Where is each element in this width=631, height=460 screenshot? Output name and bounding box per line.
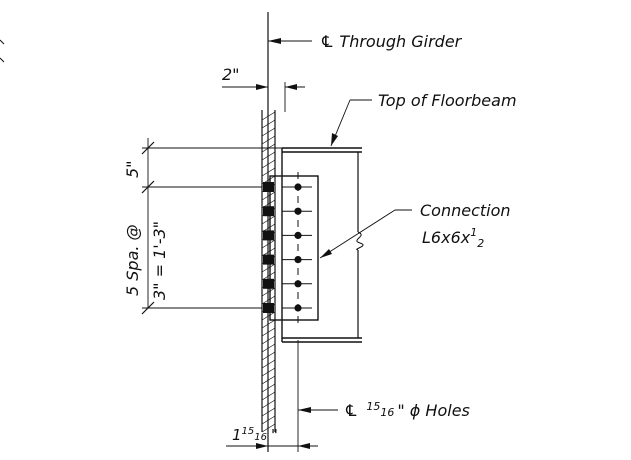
edge-whole: 1 [232, 426, 242, 444]
hatch-line [261, 367, 276, 377]
holes-cl-symbol: ℄ [344, 401, 358, 420]
hatch-line [261, 383, 276, 393]
holes-den: 16 [380, 406, 394, 419]
edge-num: 15 [242, 426, 255, 437]
floorbeam [281, 147, 362, 343]
connection-title: Connection [420, 201, 511, 220]
hatch-line [261, 327, 276, 337]
edge-den: 16 [254, 432, 267, 443]
hatch-line [261, 167, 276, 177]
dim-5in-label: 5" [123, 160, 142, 178]
hatch-line [261, 263, 276, 273]
edge-distance-dimension [226, 443, 318, 449]
hatch-line [261, 159, 276, 169]
hatch-line [261, 127, 276, 137]
hatch-line [261, 271, 276, 281]
hatch-line [261, 319, 276, 329]
hatch-line [261, 407, 276, 417]
hatch-line [261, 287, 276, 297]
connection-leader [319, 209, 412, 259]
cl-through-girder-label: ℄ Through Girder [320, 32, 463, 51]
hatch-line [261, 295, 276, 305]
dim-2in-label: 2" [222, 65, 240, 84]
edge-distance-label: 11516 " [232, 426, 278, 444]
bolt [263, 303, 312, 313]
connection-size-main: L6x6x [422, 228, 471, 247]
hatch-line [261, 391, 276, 401]
cl-girder-leader [268, 38, 312, 44]
edge-mark [0, 39, 5, 45]
hatch-line [261, 111, 276, 121]
hatch-line [261, 375, 276, 385]
holes-cl-leader [298, 407, 338, 413]
hatch-line [261, 151, 276, 161]
hatch-line [261, 191, 276, 201]
connection-size-den: 2 [477, 237, 484, 250]
dimension-2-inch [222, 82, 305, 112]
spacing-line1: 5 Spa. @ [123, 224, 142, 296]
connection-size-num: 1 [470, 226, 477, 239]
holes-suffix: " ϕ Holes [397, 401, 470, 420]
bolt [263, 206, 312, 217]
bolt [263, 278, 312, 289]
connection-size: L6x6x12 [422, 226, 484, 250]
hatch-line [261, 415, 276, 425]
hatch-line [261, 215, 276, 225]
holes-label: ℄ 1516" ϕ Holes [344, 400, 470, 420]
bolt [263, 230, 312, 241]
connection-angle [269, 175, 319, 321]
top-of-floorbeam-leader [330, 99, 372, 147]
left-vertical-dimension [141, 138, 282, 315]
bolt-group [263, 182, 312, 313]
bolt [263, 254, 312, 265]
hatch-line [261, 359, 276, 369]
edge-mark-2 [0, 57, 5, 63]
spacing-line2: 3" = 1'-3" [150, 221, 169, 300]
holes-num: 15 [366, 400, 380, 413]
hatch-line [261, 423, 276, 433]
hatch-line [261, 135, 276, 145]
edge-inch: " [271, 426, 278, 444]
bolt [263, 182, 312, 192]
hatch-line [261, 311, 276, 321]
top-of-floorbeam-label: Top of Floorbeam [378, 91, 517, 110]
hatch-line [261, 399, 276, 409]
hatch-line [261, 119, 276, 129]
hatch-line [261, 239, 276, 249]
hatch-line [261, 351, 276, 361]
hatch-line [261, 343, 276, 353]
hatch-line [261, 335, 276, 345]
